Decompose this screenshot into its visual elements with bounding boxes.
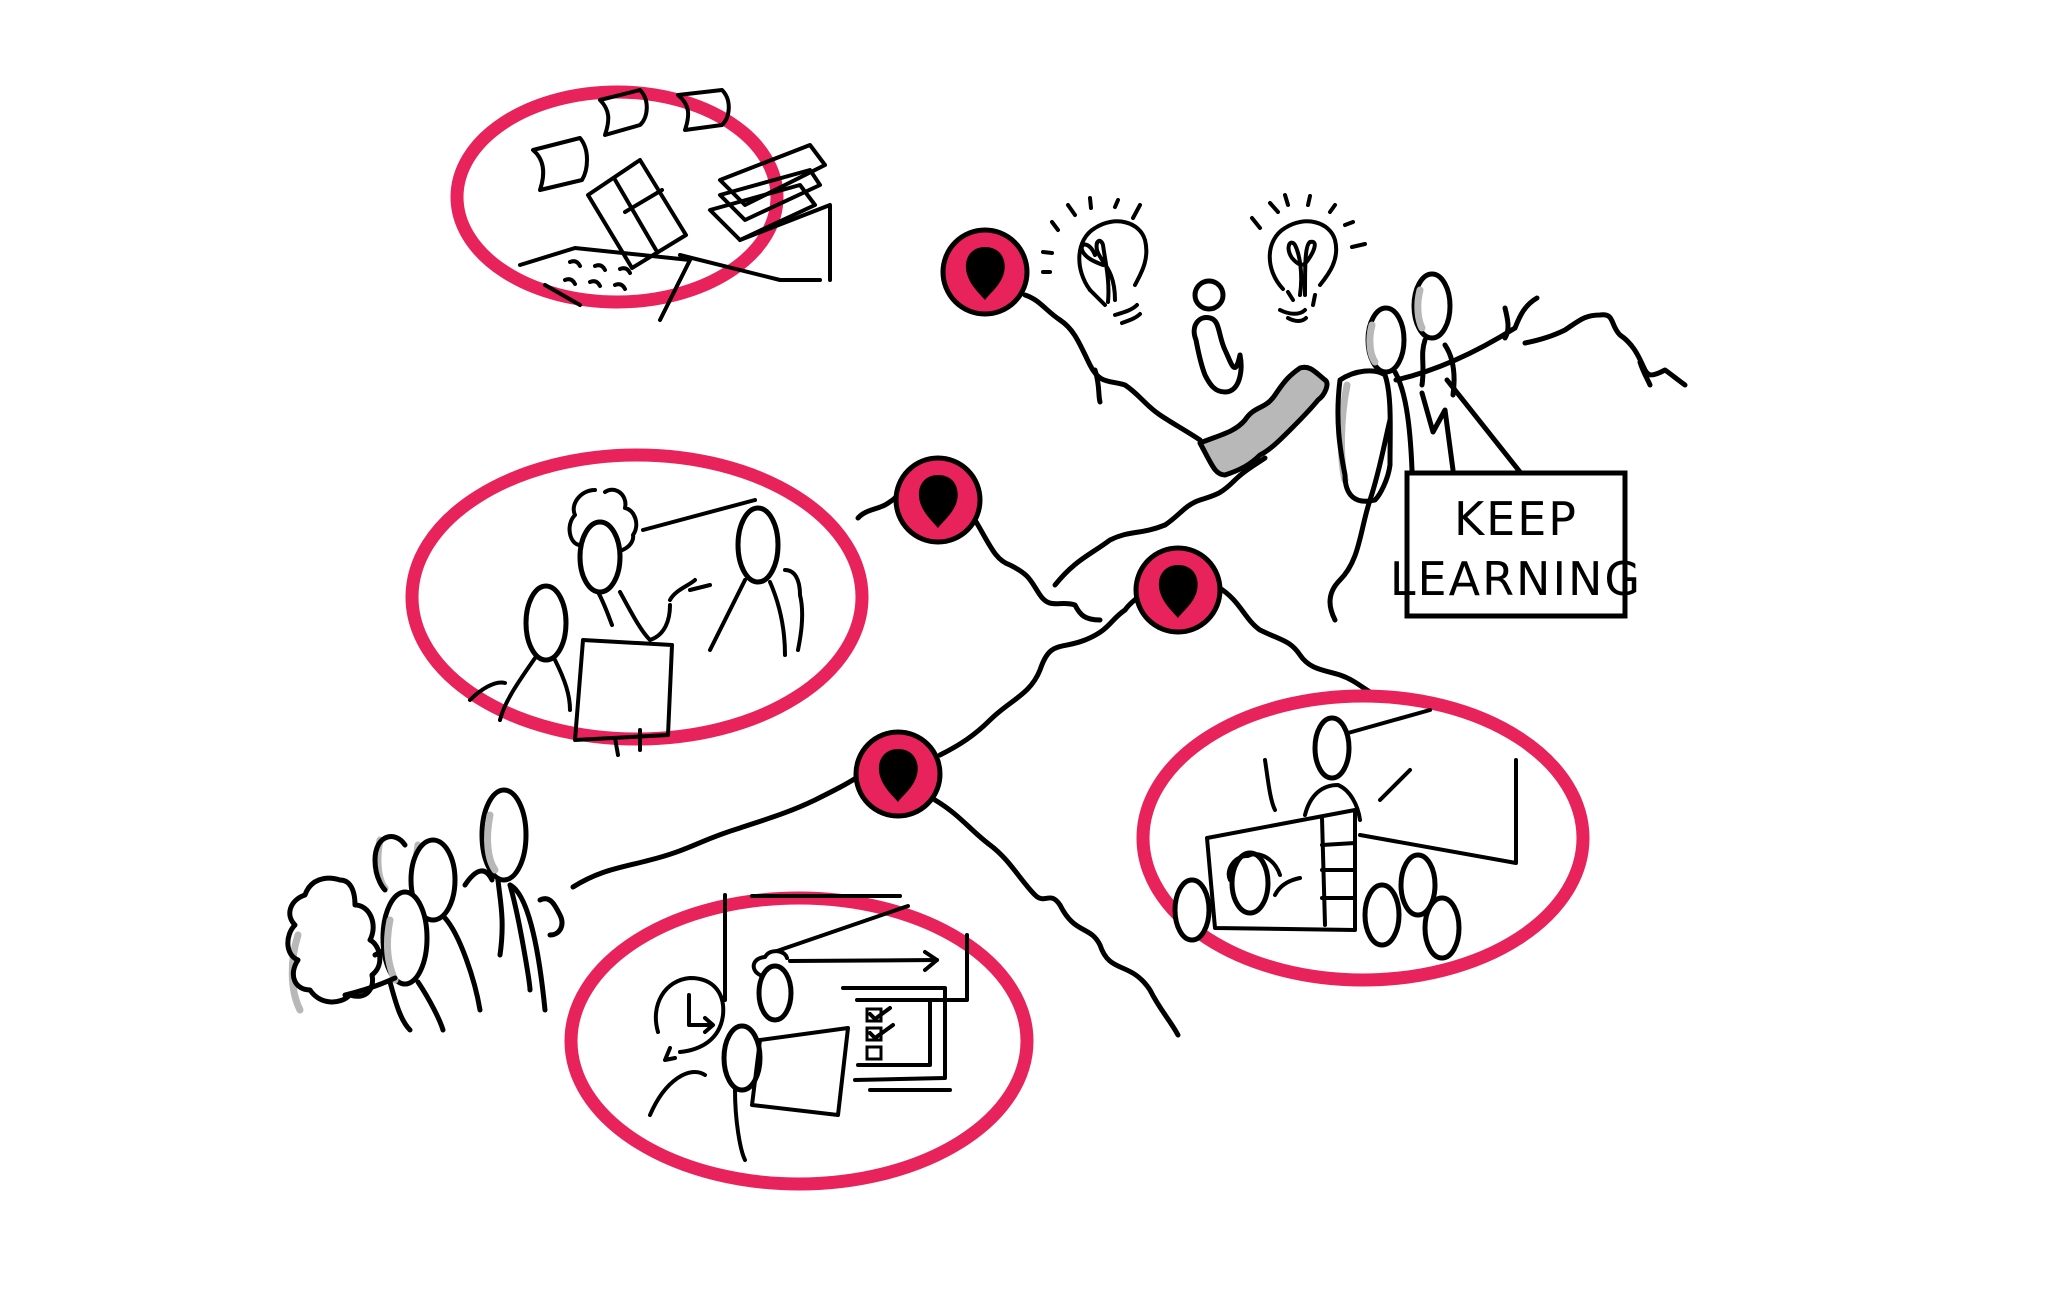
pin-3 <box>1133 545 1223 635</box>
ridge-pin1-down <box>1022 292 1203 443</box>
ridge-pin1-branch <box>1092 367 1103 405</box>
location-pin-icon <box>965 247 1005 300</box>
scene-self-study <box>450 85 832 322</box>
pin-1 <box>940 227 1030 317</box>
sign-line-1: KEEP <box>1454 492 1578 546</box>
lightbulb-icon <box>1250 193 1367 323</box>
sign-line-2: LEARNING <box>1390 552 1642 606</box>
path-cross-to-summit <box>1052 455 1268 588</box>
location-pin-icon <box>878 749 918 802</box>
scene-elearning <box>564 891 1034 1191</box>
lightbulb-icon <box>1041 196 1149 325</box>
ridge-pin4-down <box>932 797 1181 1038</box>
pin-4 <box>853 729 943 819</box>
ridge-below-hikers <box>1327 417 1393 623</box>
keep-learning-sign: KEEP LEARNING <box>1390 470 1642 619</box>
ridge-pin2-left <box>855 494 899 521</box>
ridge-far-right <box>1522 312 1688 388</box>
summit-rock <box>1197 364 1330 478</box>
path-pin2-to-cross <box>972 517 1103 623</box>
location-pin-icon <box>918 475 958 528</box>
ridge-pin3-right <box>1215 584 1378 698</box>
location-pin-icon <box>1158 565 1198 618</box>
path-start-to-pin4 <box>570 775 859 890</box>
learner-group <box>285 787 565 1033</box>
info-icon <box>1191 278 1244 395</box>
scene-workplace-mentoring <box>405 448 869 757</box>
pin-2 <box>893 455 983 545</box>
path-pin4-to-pin3 <box>937 594 1141 758</box>
scene-classroom <box>1136 689 1590 987</box>
hikers-on-summit <box>1335 271 1540 504</box>
ridge-far-right-branch <box>1637 359 1653 388</box>
journey-paths <box>570 292 1688 1038</box>
